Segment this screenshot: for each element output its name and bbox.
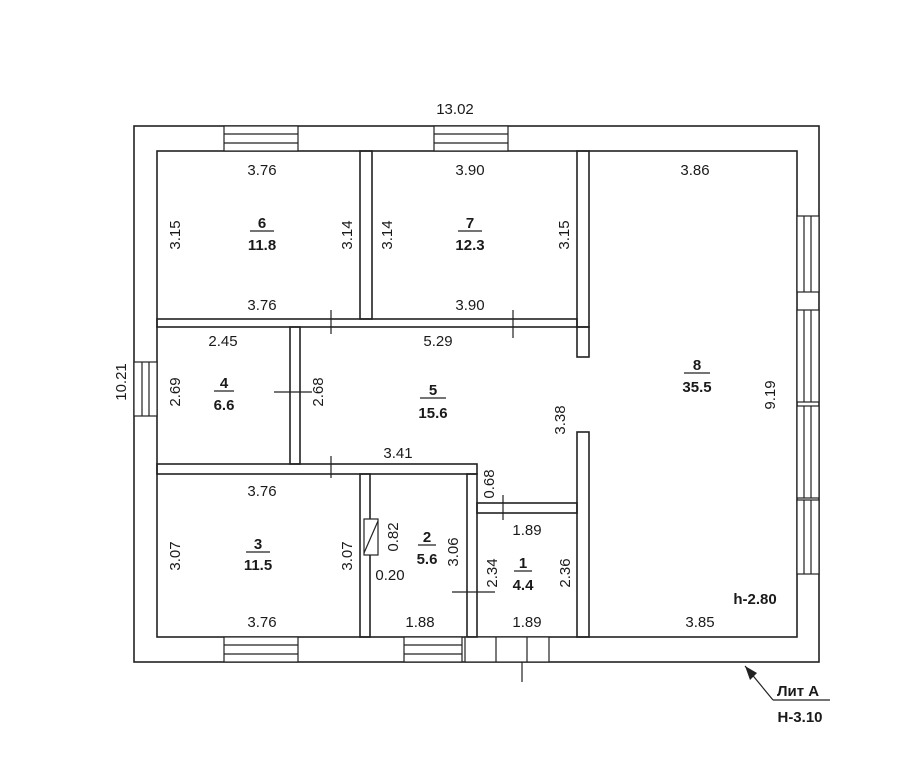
room-8-dim-bottom: 3.85 [685,614,714,631]
window-right-3 [796,405,820,499]
room-7-dim-right: 3.15 [556,220,573,249]
room-4-dim-left: 2.69 [167,377,184,406]
room-4-dim-right: 2.68 [310,377,327,406]
room-8-area: 35.5 [682,379,711,396]
room-1-number: 1 [519,555,527,572]
room-1-dim-top: 1.89 [512,522,541,539]
window-right-2 [796,309,820,403]
room-6-number: 6 [258,215,266,232]
room-1-area: 4.4 [513,577,535,594]
room-2[interactable]: 0.82 0.20 3.06 1.88 2 5.6 [375,522,462,631]
interior-walls [156,150,590,638]
lit-height: Н-3.10 [777,709,822,726]
room-3-area: 11.5 [244,557,272,574]
lit-marker: Лит А Н-3.10 [744,665,830,726]
room-6-area: 11.8 [248,237,276,254]
room-6[interactable]: 3.76 3.15 3.14 3.76 6 11.8 [167,162,356,314]
room-7-dim-top: 3.90 [455,162,484,179]
window-top-middle [433,125,509,152]
overall-depth: 10.21 [113,363,130,401]
room-6-dim-top: 3.76 [247,162,276,179]
windows [133,125,820,682]
room-2-dim-right: 3.06 [445,537,462,566]
room-6-dim-bottom: 3.76 [247,297,276,314]
lit-label: Лит А [777,683,819,700]
room-2-area: 5.6 [417,551,438,568]
room-3-dim-bottom: 3.76 [247,614,276,631]
room-3-dim-left: 3.07 [167,541,184,570]
overall-width: 13.02 [436,101,474,118]
room-5-dim-top: 5.29 [423,333,452,350]
room-5-area: 15.6 [418,405,447,422]
room-5-number: 5 [429,382,437,399]
room-5-dim-right: 3.38 [552,405,569,434]
room-7-dim-bottom: 3.90 [455,297,484,314]
room-4-number: 4 [220,375,229,392]
arrow-icon [745,666,757,680]
window-bottom-middle [403,636,463,663]
step-dim: 0.68 [481,469,498,498]
room-5-dim-bottom: 3.41 [383,445,412,462]
window-right-1 [796,215,820,293]
room-5[interactable]: 5.29 3.41 3.38 5 15.6 0.68 [383,333,569,499]
room-3-dim-top: 3.76 [247,483,276,500]
room-8-dim-right: 9.19 [762,380,779,409]
room-3-dim-right: 3.07 [339,541,356,570]
window-bottom-left [223,636,299,663]
room-2-number: 2 [423,529,431,546]
window-left [133,361,158,417]
room-1-dim-bottom: 1.89 [512,614,541,631]
window-right-4 [796,499,820,575]
room-3[interactable]: 3.76 3.07 3.07 3.76 3 11.5 [167,483,356,631]
room-2-dim-small: 0.20 [375,567,404,584]
room-7-dim-left: 3.14 [379,220,396,249]
room-1-dim-right: 2.36 [557,558,574,587]
room-2-dim-bottom: 1.88 [405,614,434,631]
room-1[interactable]: 1.89 2.34 2.36 1.89 1 4.4 [484,522,574,631]
room-6-dim-left: 3.15 [167,220,184,249]
room-8[interactable]: 3.86 9.19 3.85 8 35.5 h-2.80 [680,162,779,631]
room-7[interactable]: 3.90 3.14 3.15 3.90 7 12.3 [379,162,573,314]
room-1-dim-left: 2.34 [484,558,501,587]
room-4[interactable]: 2.45 2.69 2.68 4 6.6 [167,333,327,414]
room-2-dim-door: 0.82 [385,522,402,551]
room-8-number: 8 [693,357,701,374]
room-4-area: 6.6 [214,397,235,414]
room-7-area: 12.3 [455,237,484,254]
room-8-dim-top: 3.86 [680,162,709,179]
entrance-door [464,636,550,682]
room-4-dim-top: 2.45 [208,333,237,350]
room-7-number: 7 [466,215,474,232]
ceiling-height: h-2.80 [733,591,776,608]
room-3-number: 3 [254,536,262,553]
window-top-left [223,125,299,152]
room-6-dim-right: 3.14 [339,220,356,249]
